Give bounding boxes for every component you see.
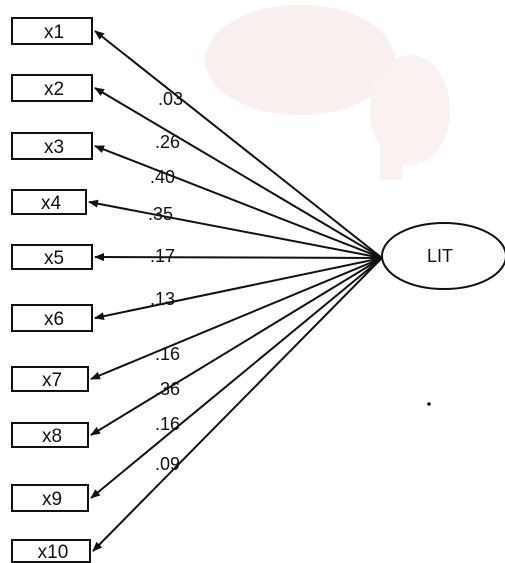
loading-value-x2: .26 bbox=[155, 132, 180, 152]
indicator-box-x4[interactable]: x4 bbox=[11, 189, 87, 215]
indicator-box-x9[interactable]: x9 bbox=[11, 484, 89, 512]
loading-arrow-x5 bbox=[94, 253, 383, 262]
loading-arrow-x3 bbox=[94, 145, 383, 259]
stray-dot bbox=[427, 402, 431, 406]
loading-arrow-x10 bbox=[92, 257, 383, 552]
indicator-rect-x2 bbox=[11, 74, 93, 102]
loading-arrow-x7 bbox=[90, 257, 383, 380]
latent-node[interactable]: LIT bbox=[381, 222, 505, 290]
indicator-rect-x5 bbox=[11, 244, 93, 270]
indicator-box-x5[interactable]: x5 bbox=[11, 244, 93, 270]
indicator-boxes: x1 x2 x3 x4 x5 x6 x7 x8 x9 x10 bbox=[11, 17, 93, 563]
loading-value-x1: .03 bbox=[158, 89, 183, 109]
loading-value-x9: .16 bbox=[155, 414, 180, 434]
indicator-label-x10: x10 bbox=[38, 542, 69, 563]
indicator-rect-x3 bbox=[11, 132, 93, 160]
latent-label: LIT bbox=[427, 246, 453, 266]
indicator-label-x6: x6 bbox=[44, 309, 64, 330]
indicator-rect-x1 bbox=[11, 17, 93, 45]
indicator-label-x5: x5 bbox=[44, 248, 64, 269]
indicator-box-x10[interactable]: x10 bbox=[11, 539, 91, 563]
loading-arrow-x4 bbox=[88, 199, 383, 259]
indicator-rect-x9 bbox=[11, 484, 89, 512]
indicator-box-x1[interactable]: x1 bbox=[11, 17, 93, 45]
indicator-box-x6[interactable]: x6 bbox=[11, 304, 93, 332]
indicator-box-x3[interactable]: x3 bbox=[11, 132, 93, 160]
indicator-rect-x6 bbox=[11, 304, 93, 332]
indicator-label-x1: x1 bbox=[44, 22, 64, 43]
indicator-label-x9: x9 bbox=[42, 489, 62, 510]
indicator-label-x7: x7 bbox=[42, 370, 62, 391]
loading-value-x8: .36 bbox=[155, 379, 180, 399]
indicator-box-x7[interactable]: x7 bbox=[11, 366, 89, 392]
loading-value-x3: .40 bbox=[150, 167, 175, 187]
indicator-label-x2: x2 bbox=[44, 79, 64, 100]
indicator-rect-x7 bbox=[11, 366, 89, 392]
loading-value-x10: .09 bbox=[155, 454, 180, 474]
loading-arrow-x1 bbox=[94, 30, 383, 259]
loading-value-x4: .35 bbox=[148, 204, 173, 224]
loading-arrow-x8 bbox=[90, 257, 383, 436]
indicator-box-x8[interactable]: x8 bbox=[11, 422, 89, 448]
indicator-box-x2[interactable]: x2 bbox=[11, 74, 93, 102]
indicator-label-x3: x3 bbox=[44, 137, 64, 158]
indicator-label-x4: x4 bbox=[41, 193, 62, 214]
indicator-rect-x4 bbox=[11, 189, 87, 215]
loading-value-x6: .13 bbox=[150, 289, 175, 309]
loading-arrow-x9 bbox=[90, 257, 383, 499]
loading-arrow-x2 bbox=[94, 87, 383, 259]
indicator-label-x8: x8 bbox=[42, 426, 62, 447]
loading-arrow-x6 bbox=[94, 257, 383, 321]
latent-ellipse bbox=[381, 222, 505, 290]
loading-value-x5: .17 bbox=[150, 246, 175, 266]
loading-arrows bbox=[88, 30, 383, 552]
indicator-rect-x8 bbox=[11, 422, 89, 448]
watermark-emblem bbox=[205, 5, 450, 180]
loading-value-x7: .16 bbox=[155, 344, 180, 364]
loading-labels: .03 .26 .40 .35 .17 .13 .16 .36 .16 .09 bbox=[148, 89, 183, 474]
indicator-rect-x10 bbox=[11, 539, 91, 563]
